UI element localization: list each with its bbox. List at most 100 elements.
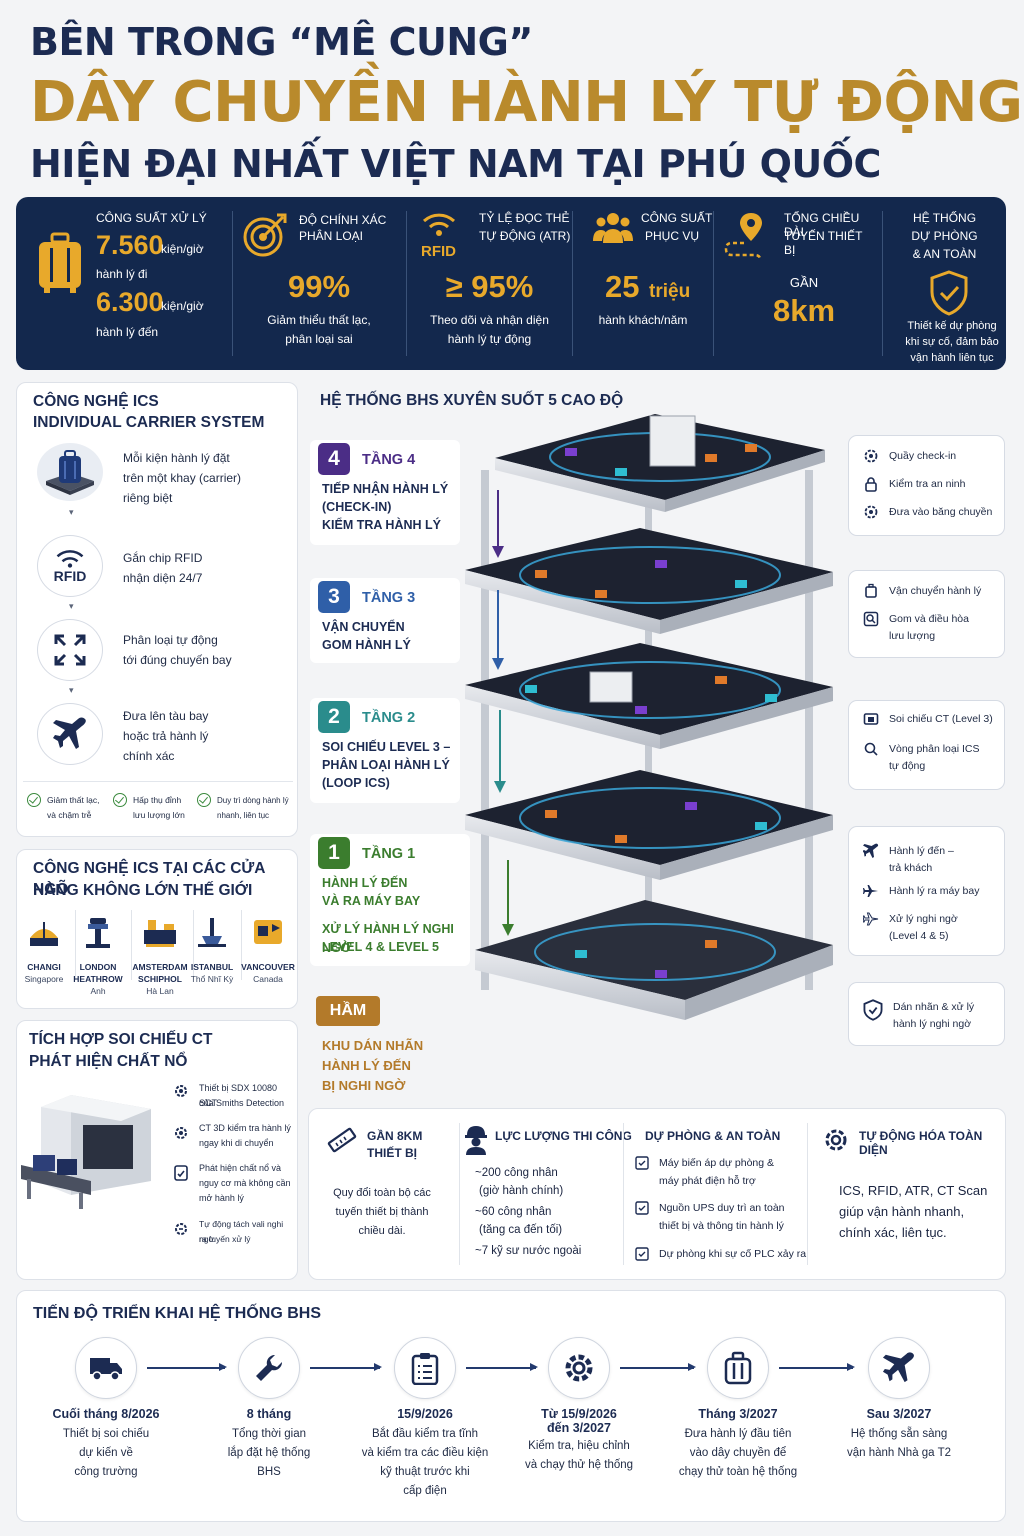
- bhs-title: HỆ THỐNG BHS XUYÊN SUỐT 5 CAO ĐỘ: [320, 392, 624, 409]
- clipboard-icon: [411, 1353, 439, 1385]
- shield-icon: [863, 999, 883, 1021]
- check-icon: [197, 793, 211, 807]
- world-airports-card: CÔNG NGHỆ ICS TẠI CÁC CỬA NGÕ HÀNG KHÔNG…: [16, 849, 298, 1009]
- checklist-icon: [635, 1156, 649, 1170]
- fact-workforce-b2: (tăng ca đến tối): [479, 1224, 563, 1236]
- timeline-step-date: 15/9/2026: [397, 1407, 453, 1421]
- capacity-out-unit: kiện/giờ: [161, 242, 204, 256]
- timeline-step-date-2: đến 3/2027: [547, 1421, 611, 1435]
- safety-label-3: & AN TOÀN: [912, 247, 977, 261]
- fact-workforce-title: LỰC LƯỢNG THI CÔNG: [495, 1129, 632, 1143]
- accuracy-label-2: PHÂN LOẠI: [299, 229, 364, 243]
- length-label-1: TỔNG CHIỀU DÀI: [784, 211, 860, 239]
- ics-benefit-1: Giảm thất lạc,và chậm trễ: [27, 793, 99, 823]
- fact-backup-a2: máy phát điện hỗ trợ: [659, 1175, 756, 1187]
- airport-country: Canada: [253, 974, 283, 984]
- basement-desc-1: KHU DÁN NHÃN: [322, 1038, 424, 1053]
- safety-label-2: DỰ PHÒNG: [911, 229, 978, 243]
- timeline-step-4-icon: [548, 1337, 610, 1399]
- level-4-desc-3: KIỂM TRA HÀNH LÝ: [322, 518, 441, 532]
- schiphol-icon: [144, 920, 176, 947]
- level-1-desc-1: HÀNH LÝ ĐẾN: [322, 876, 408, 890]
- accuracy-label-1: ĐỘ CHÍNH XÁC: [299, 213, 387, 227]
- accuracy-desc-1: Giảm thiểu thất lạc,: [267, 313, 371, 327]
- split-gear-icon: [175, 1223, 187, 1235]
- safety-desc-3: vận hành liên tục: [910, 352, 994, 364]
- level-3-desc-2: GOM HÀNH LÝ: [322, 638, 411, 652]
- level-2-name: TẦNG 2: [362, 710, 416, 726]
- ct-item-3-line-3: mở hành lý: [199, 1193, 244, 1203]
- airport-country: Singapore: [24, 974, 64, 984]
- sort-arrows-icon: [37, 619, 103, 681]
- search-box-icon: [863, 611, 879, 627]
- length-pre: GẦN: [789, 275, 819, 290]
- plane-icon: [882, 1352, 914, 1383]
- sort-search-icon: [864, 742, 878, 756]
- gear-icon: [565, 1354, 593, 1382]
- ct-item-1-line-1: Thiết bị SDX 10080 SCT: [199, 1083, 278, 1108]
- ics-step-1-line-2: trên một khay (carrier): [123, 471, 242, 485]
- length-value: 8km: [772, 293, 836, 328]
- fact-backup-a1: Máy biến áp dự phòng &: [659, 1157, 775, 1169]
- ics-step-3-line-2: tới đúng chuyến bay: [123, 653, 232, 667]
- airport-name: AMSTERDAM: [132, 962, 188, 972]
- level-1-panel: 1 TẦNG 1 HÀNH LÝ ĐẾN VÀ RA MÁY BAY XỬ LÝ…: [310, 834, 470, 966]
- capacity-in-desc: hành lý đến: [96, 325, 159, 339]
- level-flow-arrows: [492, 490, 514, 936]
- level-2-desc-3: (LOOP ICS): [322, 776, 390, 790]
- airport-vancouver: VANCOUVER Canada: [235, 916, 301, 985]
- timeline-step-date: Từ 15/9/2026: [541, 1407, 617, 1421]
- fact-backup-b1: Nguồn UPS duy trì an toàn: [659, 1202, 785, 1214]
- level-4-desc-2: (CHECK-IN): [322, 500, 392, 514]
- airport-name-2: SCHIPHOL: [138, 974, 182, 984]
- side-item-transport: Vận chuyển hành lý: [863, 583, 981, 600]
- ics-step-1-line-1: Mỗi kiện hành lý đặt: [123, 451, 230, 465]
- wifi-icon: [422, 213, 456, 236]
- lock-icon: [865, 477, 877, 492]
- timeline-step-3-icon: [394, 1337, 456, 1399]
- title-line-3: HIỆN ĐẠI NHẤT VIỆT NAM TẠI PHÚ QUỐC: [30, 142, 881, 186]
- title-line-1: BÊN TRONG “MÊ CUNG”: [30, 20, 533, 64]
- istanbul-tower-icon: [198, 918, 226, 947]
- carrier-tray-icon: [37, 443, 103, 501]
- service-label-1: CÔNG SUẤT: [641, 211, 713, 225]
- timeline-card: TIẾN ĐỘ TRIỂN KHAI HỆ THỐNG BHS Cuối thá…: [16, 1290, 1006, 1522]
- fact-workforce-a1: ~200 công nhân: [475, 1167, 558, 1179]
- gear-icon: [864, 505, 878, 519]
- check-icon: [27, 793, 41, 807]
- gear-icon: [864, 449, 878, 463]
- plane-icon: [863, 885, 878, 897]
- basement-desc-2: HÀNH LÝ ĐẾN: [322, 1058, 411, 1073]
- level-1-badge: 1: [318, 837, 350, 869]
- airport-name-2: HEATHROW: [73, 974, 123, 984]
- safety-desc-1: Thiết kế dự phòng: [907, 320, 997, 332]
- checklist-icon: [635, 1247, 649, 1261]
- stat-length: TỔNG CHIỀU DÀI TUYẾN THIẾT BỊ GẦN 8km: [714, 197, 874, 370]
- stat-capacity: CÔNG SUẤT XỬ LÝ 7.560 kiện/giờ hành lý đ…: [16, 197, 228, 370]
- rfid-icon-text: RFID: [53, 568, 87, 584]
- level-3-badge: 3: [318, 581, 350, 613]
- fact-auto-desc-3: chính xác, liên tục.: [839, 1225, 947, 1240]
- ct-item-1-line-2: của Smiths Detection: [199, 1098, 285, 1108]
- fact-length-desc-3: chiều dài.: [358, 1225, 406, 1237]
- target-icon: [243, 213, 287, 257]
- service-value: 25: [605, 269, 640, 304]
- stat-service: CÔNG SUẤT PHỤC VỤ 25 triệu hành khách/nă…: [573, 197, 713, 370]
- level-2-badge: 2: [318, 701, 350, 733]
- heathrow-tower-icon: [86, 918, 110, 948]
- luggage-icon: [39, 232, 81, 293]
- gear-icon: [825, 1129, 847, 1151]
- ics-step-3-line-1: Phân loại tự động: [123, 633, 218, 647]
- atr-label-1: TỶ LỆ ĐỌC THẺ: [479, 211, 570, 225]
- luggage-icon: [865, 583, 877, 598]
- airport-schiphol: AMSTERDAM SCHIPHOL Hà Lan: [123, 916, 197, 997]
- ics-step-1-line-3: riêng biệt: [123, 491, 173, 505]
- capacity-out-value: 7.560: [96, 230, 164, 260]
- basement-desc-3: BỊ NGHI NGỜ: [322, 1078, 406, 1093]
- ct-item-4-line-1: Tự động tách vali nghi ngờ: [199, 1219, 284, 1244]
